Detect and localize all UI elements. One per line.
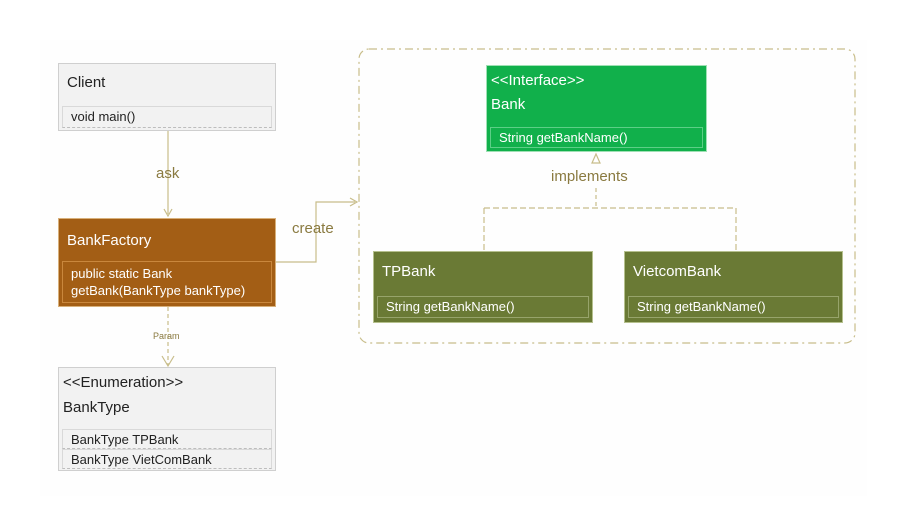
vietcombank-class: VietcomBank String getBankName() [624, 251, 843, 323]
class-name: TPBank [382, 263, 436, 280]
class-method: void main() [62, 106, 272, 128]
class-method: String getBankName() [490, 127, 703, 148]
banktype-enum: <<Enumeration>> BankType BankType TPBank… [58, 367, 276, 471]
implements-arrowhead [591, 152, 601, 164]
stereotype: <<Enumeration>> [63, 374, 184, 391]
ask-arrowhead [163, 208, 173, 218]
ask-label: ask [156, 165, 180, 182]
create-connector [276, 201, 355, 263]
class-name: BankFactory [67, 232, 152, 249]
tpbank-class: TPBank String getBankName() [373, 251, 593, 323]
bank-interface: <<Interface>> Bank String getBankName() [486, 65, 707, 152]
param-arrowhead [161, 355, 175, 368]
method-line-1: public static Bank [71, 266, 173, 281]
class-name: Client [67, 74, 106, 91]
implements-label: implements [551, 168, 628, 185]
enum-value: BankType TPBank [62, 429, 272, 449]
class-name: BankType [63, 399, 130, 416]
stereotype: <<Interface>> [491, 72, 585, 89]
client-class: Client void main() [58, 63, 276, 131]
method-line-2: getBank(BankType bankType) [71, 283, 246, 298]
class-method: String getBankName() [377, 296, 589, 318]
enum-value: BankType VietComBank [62, 449, 272, 469]
param-label: Param [153, 331, 180, 341]
class-name: VietcomBank [633, 263, 722, 280]
bankfactory-class: BankFactory public static Bank getBank(B… [58, 218, 276, 307]
class-method: public static Bank getBank(BankType bank… [62, 261, 272, 303]
class-method: String getBankName() [628, 296, 839, 318]
class-name: Bank [491, 96, 526, 113]
create-label: create [292, 220, 334, 237]
package-frame [358, 48, 856, 344]
create-arrowhead [349, 197, 359, 207]
